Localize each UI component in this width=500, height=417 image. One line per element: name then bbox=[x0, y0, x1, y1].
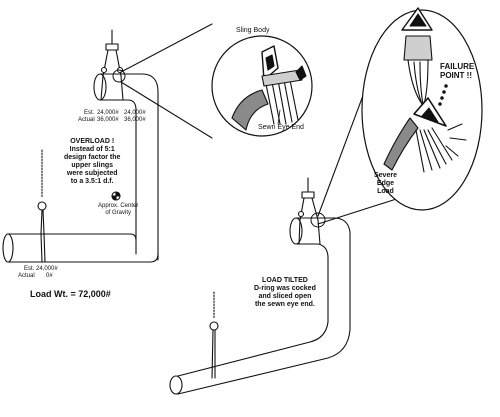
lower-actual-label: Actual bbox=[18, 273, 35, 279]
tilted-line-3: and sliced open bbox=[258, 293, 312, 300]
overload-line-5: were subjected bbox=[66, 170, 118, 177]
upper-est-right-value: 24,000# bbox=[124, 110, 146, 116]
failure-point-line-2: POINT !! bbox=[440, 71, 472, 80]
overload-line-1: OVERLOAD ! bbox=[70, 138, 115, 145]
left-upper-rigging bbox=[100, 29, 126, 101]
upper-est-left-value: 24,000# bbox=[97, 110, 119, 116]
overload-note: OVERLOAD ! Instead of 5:1 design factor … bbox=[64, 138, 120, 186]
lower-est-label: Est. bbox=[24, 266, 35, 272]
lower-est-value: 24,000# bbox=[36, 266, 58, 272]
upper-actual-right-value: 36,000# bbox=[124, 117, 146, 123]
sling-body-label: Sling Body bbox=[236, 27, 270, 34]
sling-detail-callout bbox=[120, 23, 313, 139]
lower-actual-value: 0# bbox=[46, 273, 53, 279]
failure-point-label: FAILURE POINT !! bbox=[440, 62, 474, 80]
tilted-line-1: LOAD TILTED bbox=[262, 277, 308, 284]
upper-actual-label: Actual bbox=[78, 117, 95, 123]
right-pipe-spool bbox=[169, 217, 351, 395]
cog-line-2: of Gravity bbox=[105, 210, 132, 216]
overload-line-4: upper slings bbox=[71, 162, 114, 169]
overload-line-2: Instead of 5:1 bbox=[69, 146, 115, 153]
center-of-gravity-marker bbox=[111, 191, 121, 201]
load-tilted-note: LOAD TILTED D-ring was cocked and sliced… bbox=[254, 277, 316, 309]
upper-actual-left-value: 36,000# bbox=[97, 117, 119, 123]
upper-est-label: Est. bbox=[84, 110, 95, 116]
load-weight-label: Load Wt. = 72,000# bbox=[30, 289, 111, 299]
cog-line-1: Approx. Center bbox=[98, 203, 139, 209]
severe-edge-load-label: Severe Edge Load bbox=[374, 172, 397, 196]
sewn-eye-end-label: Sewn Eye End bbox=[258, 124, 304, 131]
right-lower-rigging bbox=[209, 291, 219, 379]
overload-line-6: to a 3.5:1 d.f. bbox=[70, 178, 114, 185]
tilted-line-2: D-ring was cocked bbox=[254, 285, 316, 292]
severe-edge-load-line-2: Edge bbox=[376, 180, 395, 187]
severe-edge-load-line-1: Severe bbox=[374, 172, 397, 179]
overload-line-3: design factor the bbox=[64, 154, 121, 161]
left-pipe-spool bbox=[2, 73, 159, 263]
failure-detail-callout bbox=[317, 7, 483, 225]
center-of-gravity-label: Approx. Center of Gravity bbox=[98, 203, 138, 217]
left-lower-rigging bbox=[37, 149, 47, 263]
severe-edge-load-line-3: Load bbox=[377, 188, 394, 195]
right-upper-rigging bbox=[297, 177, 326, 245]
tilted-line-4: the sewn eye end. bbox=[254, 301, 315, 308]
failure-point-line-1: FAILURE bbox=[440, 62, 475, 71]
